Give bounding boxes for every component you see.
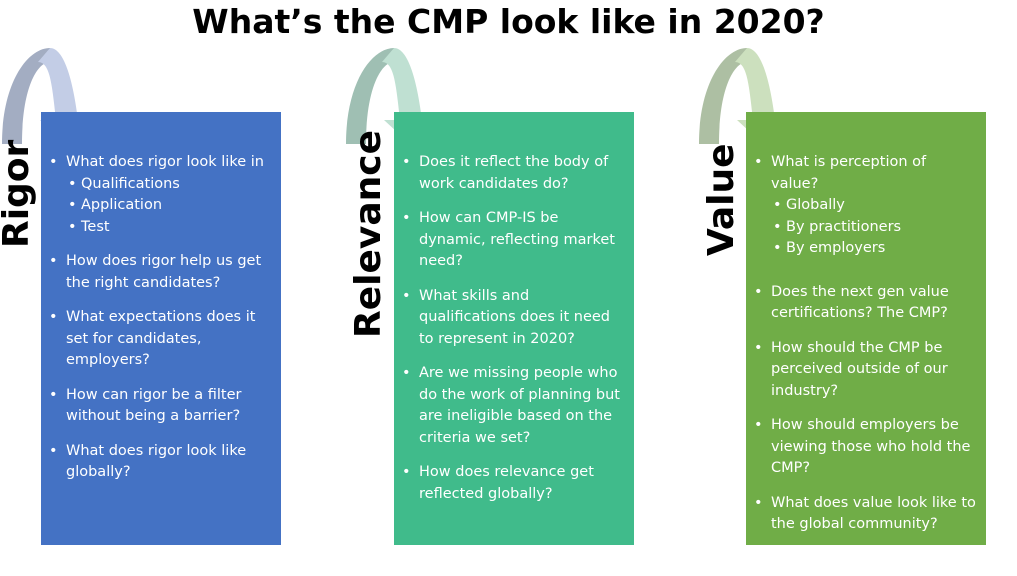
- sub-item: By practitioners: [771, 217, 978, 239]
- sub-item: Qualifications: [66, 174, 273, 196]
- list-item: Does the next gen value certifications? …: [754, 282, 978, 325]
- list-item: How can CMP-IS be dynamic, reflecting ma…: [402, 208, 626, 273]
- list-item: What does rigor look like in Qualificati…: [49, 152, 273, 238]
- question-text: What is perception of value?: [771, 154, 927, 192]
- list-item: What does value look like to the global …: [754, 493, 978, 536]
- page-title: What’s the CMP look like in 2020?: [192, 2, 825, 41]
- sub-item: By employers: [771, 238, 978, 260]
- list-item: How can rigor be a filter without being …: [49, 385, 273, 428]
- rigor-panel: What does rigor look like in Qualificati…: [41, 112, 281, 545]
- relevance-question-list: Does it reflect the body of work candida…: [402, 152, 626, 505]
- list-item: What does rigor look like globally?: [49, 441, 273, 484]
- sub-item: Globally: [771, 195, 978, 217]
- list-item: Are we missing people who do the work of…: [402, 363, 626, 449]
- list-item: What expectations does it set for candid…: [49, 307, 273, 372]
- list-item: Does it reflect the body of work candida…: [402, 152, 626, 195]
- value-panel: What is perception of value? Globally By…: [746, 112, 986, 545]
- sub-list: Globally By practitioners By employers: [771, 195, 978, 260]
- rigor-label: Rigor: [0, 139, 37, 248]
- value-label: Value: [701, 143, 742, 256]
- value-question-list: What is perception of value? Globally By…: [754, 152, 978, 536]
- list-item: How does rigor help us get the right can…: [49, 251, 273, 294]
- relevance-panel: Does it reflect the body of work candida…: [394, 112, 634, 545]
- list-item: What skills and qualifications does it n…: [402, 286, 626, 351]
- sub-list: Qualifications Application Test: [66, 174, 273, 239]
- question-text: What does rigor look like in: [66, 154, 264, 170]
- sub-item: Application: [66, 195, 273, 217]
- list-item: How should employers be viewing those wh…: [754, 415, 978, 480]
- rigor-question-list: What does rigor look like in Qualificati…: [49, 152, 273, 484]
- relevance-label: Relevance: [348, 129, 389, 338]
- list-item: What is perception of value? Globally By…: [754, 152, 978, 260]
- list-item: How does relevance get reflected globall…: [402, 462, 626, 505]
- list-item: How should the CMP be perceived outside …: [754, 338, 978, 403]
- sub-item: Test: [66, 217, 273, 239]
